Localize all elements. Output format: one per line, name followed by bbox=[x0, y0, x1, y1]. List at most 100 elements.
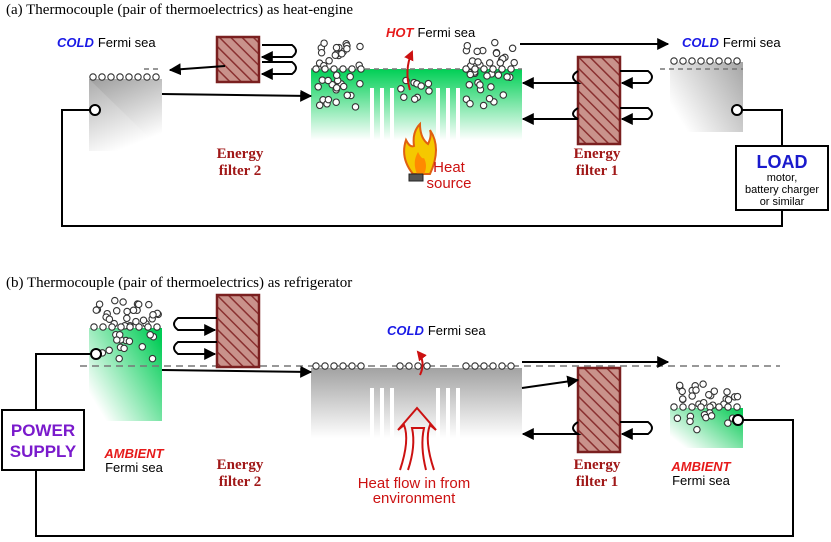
reservoir-gap bbox=[446, 388, 450, 438]
reservoir-gap bbox=[370, 88, 374, 140]
reservoir-gap bbox=[456, 388, 460, 438]
electron-dot bbox=[400, 93, 408, 101]
electron-dot bbox=[715, 403, 723, 411]
electron-dot bbox=[476, 81, 484, 89]
electron-dot bbox=[134, 73, 142, 81]
electron-dot bbox=[471, 362, 479, 370]
electron-dot bbox=[343, 44, 351, 53]
electron-dot bbox=[463, 41, 472, 50]
electron-dot bbox=[466, 70, 475, 79]
load-desc-line2: battery charger bbox=[745, 184, 819, 196]
electron-dot bbox=[90, 323, 98, 331]
terminal bbox=[90, 348, 102, 360]
electron-dot bbox=[138, 343, 147, 351]
electron-dot bbox=[480, 362, 488, 370]
electron-dot bbox=[510, 58, 518, 67]
electron-dot bbox=[491, 38, 499, 47]
electron-dot bbox=[139, 316, 148, 325]
electron-dot bbox=[357, 362, 365, 370]
electron-dot bbox=[473, 47, 481, 56]
power-supply-line2: SUPPLY bbox=[10, 442, 77, 461]
electron-dot bbox=[705, 390, 713, 399]
reservoir-gap bbox=[380, 88, 384, 140]
electron-dot bbox=[123, 314, 131, 323]
energy-filter-2-label-line2: filter 2 bbox=[219, 163, 262, 179]
excited-electron-arrow bbox=[404, 50, 414, 91]
electron-dot bbox=[503, 73, 511, 81]
excited-electron-arrow bbox=[416, 350, 427, 376]
electron-dot bbox=[697, 57, 705, 65]
electron-dot bbox=[153, 323, 161, 331]
electron-dot bbox=[146, 331, 154, 339]
electron-dot bbox=[332, 98, 340, 106]
electron-dot bbox=[129, 306, 138, 315]
electron-dot bbox=[125, 337, 134, 346]
electron-dot bbox=[485, 59, 494, 67]
electron-dot bbox=[95, 300, 104, 308]
electron-dot bbox=[485, 94, 494, 103]
electron-dot bbox=[149, 311, 157, 319]
electron-dot bbox=[724, 57, 732, 65]
electron-dot bbox=[339, 362, 347, 370]
electron-dot bbox=[471, 65, 479, 73]
cold-reservoir-left-body bbox=[89, 79, 162, 151]
panel-a: (a) Thermocouple (pair of thermoelectric… bbox=[6, 2, 829, 227]
electron-dot bbox=[107, 73, 115, 81]
energy-filter-1-block bbox=[576, 366, 622, 454]
electron-dot bbox=[332, 84, 341, 92]
electron-dot bbox=[507, 362, 515, 370]
electron-dot bbox=[498, 362, 506, 370]
electron-dot bbox=[462, 65, 470, 73]
ambient-left-word: AMBIENT bbox=[103, 446, 164, 461]
electron-dot bbox=[733, 392, 742, 401]
electron-dot bbox=[356, 79, 364, 88]
reservoir-gap bbox=[380, 388, 384, 438]
circuit-wire bbox=[61, 109, 783, 227]
energy-filter-1-label-line1: Energy bbox=[574, 457, 621, 473]
electron-dot bbox=[678, 395, 687, 403]
electron-dot bbox=[348, 65, 356, 73]
electron-dot bbox=[152, 73, 160, 81]
energy-filter-1-label-line2: filter 1 bbox=[576, 163, 619, 179]
electron-dot bbox=[498, 65, 506, 73]
electron-dot bbox=[115, 354, 123, 363]
electron-dot bbox=[670, 57, 678, 65]
electron-dot bbox=[396, 362, 404, 370]
reservoir-gap bbox=[456, 88, 460, 140]
electron-flow-arrows bbox=[161, 317, 670, 440]
energy-filter-2-label-line1: Energy bbox=[217, 457, 264, 473]
electron-dot bbox=[321, 362, 329, 370]
electron-dot bbox=[466, 99, 474, 108]
electron-dot bbox=[119, 298, 127, 306]
electron-dot bbox=[338, 49, 346, 58]
electron-dot bbox=[126, 323, 134, 331]
panel-a-heading: (a) Thermocouple (pair of thermoelectric… bbox=[6, 2, 353, 18]
electron-dot bbox=[706, 57, 714, 65]
electron-dot bbox=[508, 44, 517, 53]
electron-flow-arrows bbox=[161, 38, 670, 125]
electron-dot bbox=[425, 87, 433, 95]
electron-dot bbox=[113, 336, 121, 344]
reservoir-gap bbox=[390, 388, 394, 438]
electron-dot bbox=[707, 412, 716, 420]
electron-dot bbox=[120, 344, 128, 353]
electron-dot bbox=[688, 57, 696, 65]
heat-source-label-line1: Heat bbox=[433, 159, 466, 176]
electron-dot bbox=[339, 65, 347, 73]
electron-dot bbox=[678, 387, 686, 396]
electron-dot bbox=[105, 315, 114, 323]
electron-dot bbox=[343, 91, 352, 100]
electron-cluster bbox=[90, 296, 742, 434]
electron-dot bbox=[397, 85, 405, 93]
heat-flow-label-line1: Heat flow in from bbox=[358, 475, 471, 492]
electron-dot bbox=[320, 39, 328, 47]
electron-dot bbox=[117, 323, 125, 331]
electron-dot bbox=[670, 403, 678, 411]
reservoir-gap bbox=[436, 388, 440, 438]
electron-dot bbox=[321, 65, 329, 73]
energy-filter-2-block bbox=[215, 293, 261, 369]
energy-filter-2-block bbox=[215, 35, 261, 84]
electron-dot bbox=[710, 387, 719, 395]
